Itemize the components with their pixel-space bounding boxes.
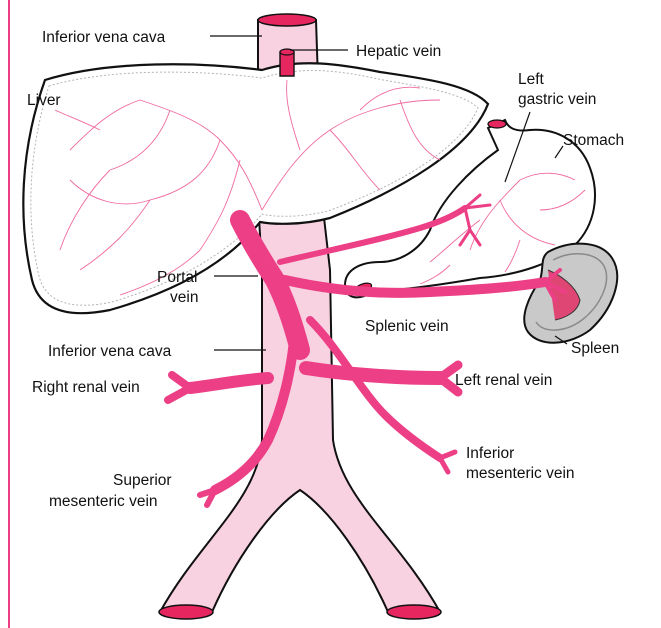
right-renal-vein: [190, 378, 268, 388]
label-splenic-vein: Splenic vein: [365, 318, 449, 335]
label-stomach: Stomach: [563, 132, 624, 149]
label-inferior-mesenteric-1: Inferior: [466, 445, 514, 462]
label-liver: Liver: [27, 92, 61, 109]
label-ivc-top: Inferior vena cava: [42, 29, 166, 46]
right-iliac-opening: [159, 605, 213, 619]
label-portal-vein-1: Portal: [157, 269, 198, 286]
label-left-gastric-vein-2: gastric vein: [518, 91, 596, 108]
label-ivc-mid: Inferior vena cava: [48, 343, 172, 360]
ivc-top-opening: [258, 14, 316, 26]
left-iliac-opening: [387, 605, 441, 619]
label-left-gastric-vein-1: Left: [518, 71, 545, 88]
label-spleen: Spleen: [571, 340, 619, 357]
label-right-renal-vein: Right renal vein: [32, 379, 140, 396]
label-hepatic-vein: Hepatic vein: [356, 43, 441, 60]
left-renal-vein: [306, 368, 440, 378]
label-portal-vein-2: vein: [170, 289, 198, 306]
label-superior-mesenteric-2: mesenteric vein: [49, 493, 158, 510]
label-left-renal-vein: Left renal vein: [455, 372, 552, 389]
label-inferior-mesenteric-2: mesenteric vein: [466, 465, 575, 482]
label-superior-mesenteric-1: Superior: [113, 472, 172, 489]
